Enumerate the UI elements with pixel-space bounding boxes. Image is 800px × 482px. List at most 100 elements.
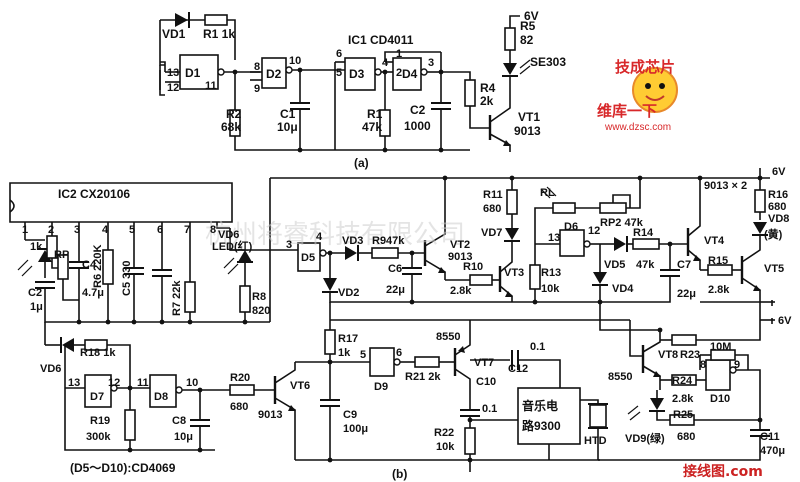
label-r10-value: 2.8k [450,285,472,297]
ic2-pin-3: 3 [74,224,80,236]
label-c4: C4 [82,259,97,271]
label-r20-value: 680 [230,401,248,413]
resistor-r6 [102,249,114,285]
label-c9-value: 100μ [343,423,368,435]
label-vt2-value: 9013 [448,251,472,263]
pin-8: 8 [254,61,260,73]
label-r8-value: 820 [252,305,270,317]
label-r23: R23 [680,349,700,361]
label-9013x2: 9013 × 2 [704,180,747,192]
ic2-pin-5: 5 [129,224,135,236]
logo-mascot-text: 技成芯片 [615,58,675,76]
resistor-r20 [229,384,255,396]
resistor-r22 [464,427,476,455]
label-vd4: VD4 [612,283,634,295]
caption-b: (b) [392,467,407,481]
label-r22: R22 [434,427,454,439]
resistor-r11 [506,189,518,215]
label-c7-value: 22μ [677,288,696,300]
gate-d5 [297,242,321,272]
label-rp: RP [54,249,69,261]
pin-12: 12 [167,82,179,94]
label-r11-value: 680 [483,203,501,215]
label-c11: C11 [760,431,780,443]
label-c12: C12 [508,363,528,375]
footer-logo: 接线图.com [683,463,763,480]
label-vd5: VD5 [604,259,625,271]
label-r24-value: 2.8k [672,393,694,405]
label-vt1: VT1 [518,110,540,124]
label-r19-value: 300k [86,431,111,443]
label-r21: R21 2k [405,371,441,383]
label-c2-value: 1μ [30,301,43,313]
label-r24: R24 [672,375,693,387]
transistor-vt2 [423,178,446,280]
label-r18: R18 1k [80,347,116,359]
pin-13-d7: 13 [68,377,80,389]
diode-vd1 [175,12,190,28]
label-r1-1k: R1 1k [203,27,235,41]
label-10m: 10M [710,341,731,353]
resistor-r4 [464,79,476,107]
resistor-r13 [529,264,541,290]
label-r1: R1 [367,107,383,121]
label-r4: R4 [480,81,496,95]
label-r17-value: 1k [338,347,351,359]
label-d3: D3 [349,67,365,81]
transistor-vt4 [686,178,701,270]
label-vd9: VD9(绿) [625,431,665,445]
caption-a: (a) [354,156,369,170]
transistor-vt1 [488,95,511,152]
gate-d10 [705,359,731,391]
ic-cx20106 [9,182,233,223]
label-r13: R13 [541,267,561,279]
music-chip-9300 [517,387,581,445]
label-c6-value: 22μ [386,284,405,296]
label-r14-value: 47k [636,259,655,271]
label-d4: D4 [402,67,418,81]
resistor-r5 [504,27,516,51]
label-r8: R8 [252,291,266,303]
pin-13-d6: 13 [548,232,560,244]
pin-11-d8: 11 [137,377,149,389]
ic2-pin-2: 2 [48,224,54,236]
watermark-text: 杭州将睿科技有限公司 [205,220,465,250]
label-d5: D5 [301,252,315,264]
gate-d4 [392,57,422,91]
label-r1-value: 47k [362,120,382,134]
label-c5: C5 330 [121,261,133,296]
transistor-vt8 [641,330,661,390]
label-6v-b1: 6V [772,166,786,178]
ic2-pin-4: 4 [102,224,109,236]
pin-5-d9: 5 [360,349,366,361]
label-r25-value: 680 [677,431,695,443]
label-c12-value: 0.1 [530,341,545,353]
gate-d3 [344,57,376,91]
label-vd2: VD2 [338,287,359,299]
label-c10-value: 0.1 [482,403,497,415]
resistor-r16 [754,189,766,213]
labels-a: VD1 R1 1k D1 13 12 11 8 9 D2 10 6 5 D3 4… [162,9,566,170]
pin-9: 9 [254,83,260,95]
label-d2: D2 [266,67,282,81]
label-d9: D9 [374,381,388,393]
transistor-vt3 [498,250,513,302]
label-c9: C9 [343,409,357,421]
pin-4: 4 [382,57,389,69]
transistor-vt5 [740,240,761,302]
label-8550-b: 8550 [608,371,632,383]
label-c4-value: 4.7μ [82,287,104,299]
label-r20: R20 [230,372,250,384]
label-r11: R11 [483,189,503,201]
gate-d9 [369,347,395,377]
ic2-pin-6: 6 [157,224,163,236]
label-8550-a: 8550 [436,331,460,343]
label-c1: C1 [280,107,296,121]
label-rl: RL [540,187,555,199]
label-vd1: VD1 [162,27,186,41]
label-r22-value: 10k [436,441,455,453]
label-r5-value: 82 [520,33,534,47]
pin-3-d5: 3 [286,239,292,251]
label-r7: R7 22k [171,280,183,316]
